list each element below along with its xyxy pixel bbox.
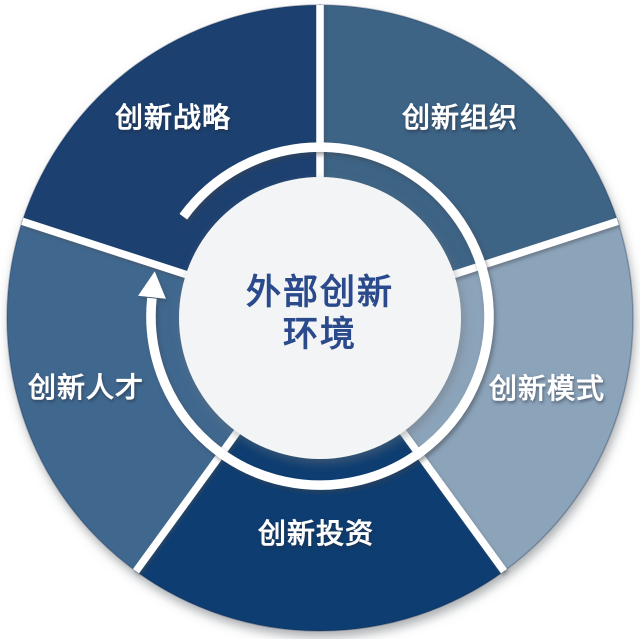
label-innovation-strategy: 创新战略 <box>114 101 231 134</box>
cycle-arrow <box>138 142 494 490</box>
label-innovation-organization: 创新组织 <box>401 101 518 134</box>
cycle-arrow-head-icon <box>138 271 166 299</box>
center-title-line1: 外部创新 <box>246 273 394 313</box>
segment-innovation-investment <box>134 316 506 632</box>
label-innovation-investment: 创新投资 <box>257 517 374 550</box>
cycle-arrow-arc <box>146 142 494 490</box>
label-innovation-model: 创新模式 <box>488 372 605 405</box>
center-circle <box>179 177 461 459</box>
center-title-line2: 环境 <box>283 315 357 355</box>
label-innovation-talent: 创新人才 <box>27 371 144 404</box>
